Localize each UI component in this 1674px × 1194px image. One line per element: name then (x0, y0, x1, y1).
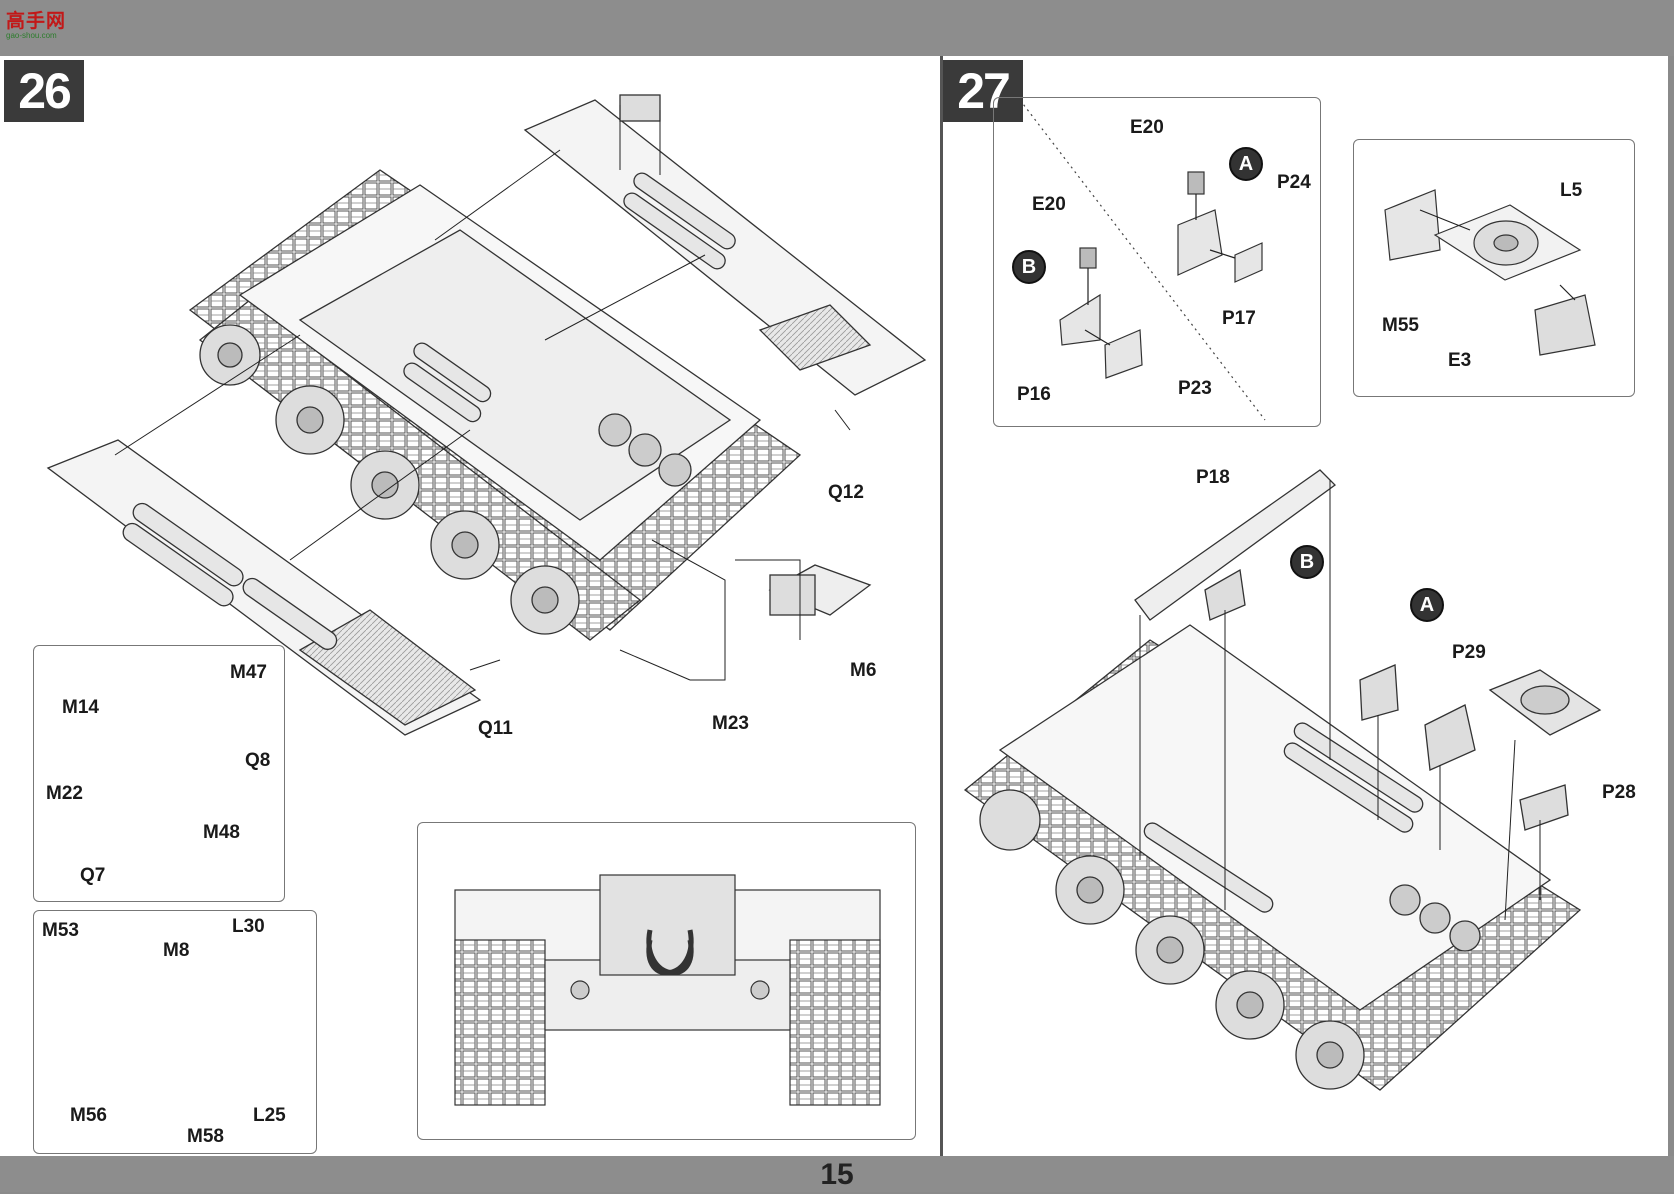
label-m14: M14 (62, 697, 99, 718)
logo-url: gao-shou.com (6, 31, 57, 40)
rear-view-drawing (454, 874, 881, 1106)
marker-a-main: A (1410, 588, 1444, 622)
marker-a-inset: A (1229, 147, 1263, 181)
label-p24: P24 (1277, 172, 1311, 193)
label-m56: M56 (70, 1105, 107, 1126)
inset-27a (993, 97, 1321, 427)
label-p17: P17 (1222, 308, 1256, 329)
bottom-margin-bar (0, 1156, 1674, 1192)
label-e3: E3 (1448, 350, 1472, 371)
page-gutter (940, 56, 943, 1156)
label-e20-lower: E20 (1032, 194, 1066, 215)
label-m53: M53 (42, 920, 79, 941)
inset-rear-view (417, 822, 916, 1140)
label-p29: P29 (1452, 642, 1486, 663)
inset-26a (33, 645, 285, 902)
page-number: 15 (820, 1158, 854, 1191)
label-m22: M22 (46, 783, 83, 804)
label-l30: L30 (232, 916, 265, 937)
label-l25: L25 (253, 1105, 286, 1126)
label-p16: P16 (1017, 384, 1051, 405)
label-m23: M23 (712, 713, 749, 734)
label-e20-upper: E20 (1130, 117, 1164, 138)
label-m58: M58 (187, 1126, 224, 1147)
label-q12: Q12 (828, 482, 864, 503)
step26-hull-drawing (46, 94, 927, 736)
label-l5: L5 (1560, 180, 1583, 201)
marker-b-main: B (1290, 545, 1324, 579)
label-m47: M47 (230, 662, 267, 683)
marker-b-inset: B (1012, 250, 1046, 284)
label-p23: P23 (1178, 378, 1212, 399)
label-m48: M48 (203, 822, 240, 843)
step27-hull-drawing (963, 469, 1602, 1091)
label-p28: P28 (1602, 782, 1636, 803)
inset-27b (1353, 139, 1635, 397)
label-q7: Q7 (80, 865, 106, 886)
label-m8: M8 (163, 940, 190, 961)
watermark-logo: 高手网 gao-shou.com (6, 6, 70, 40)
logo-text: 高手网 (6, 10, 67, 32)
label-q11: Q11 (478, 718, 513, 739)
top-margin-bar (0, 0, 1674, 56)
label-q8: Q8 (245, 750, 271, 771)
label-m6: M6 (850, 660, 877, 681)
label-m55: M55 (1382, 315, 1419, 336)
inset27a-drawing (1019, 99, 1266, 421)
inset-26b (33, 910, 317, 1154)
inset27b-drawing (1384, 189, 1596, 356)
label-p18: P18 (1196, 467, 1230, 488)
step-26-number: 26 (4, 60, 84, 122)
step-27-number: 27 (943, 60, 1023, 122)
